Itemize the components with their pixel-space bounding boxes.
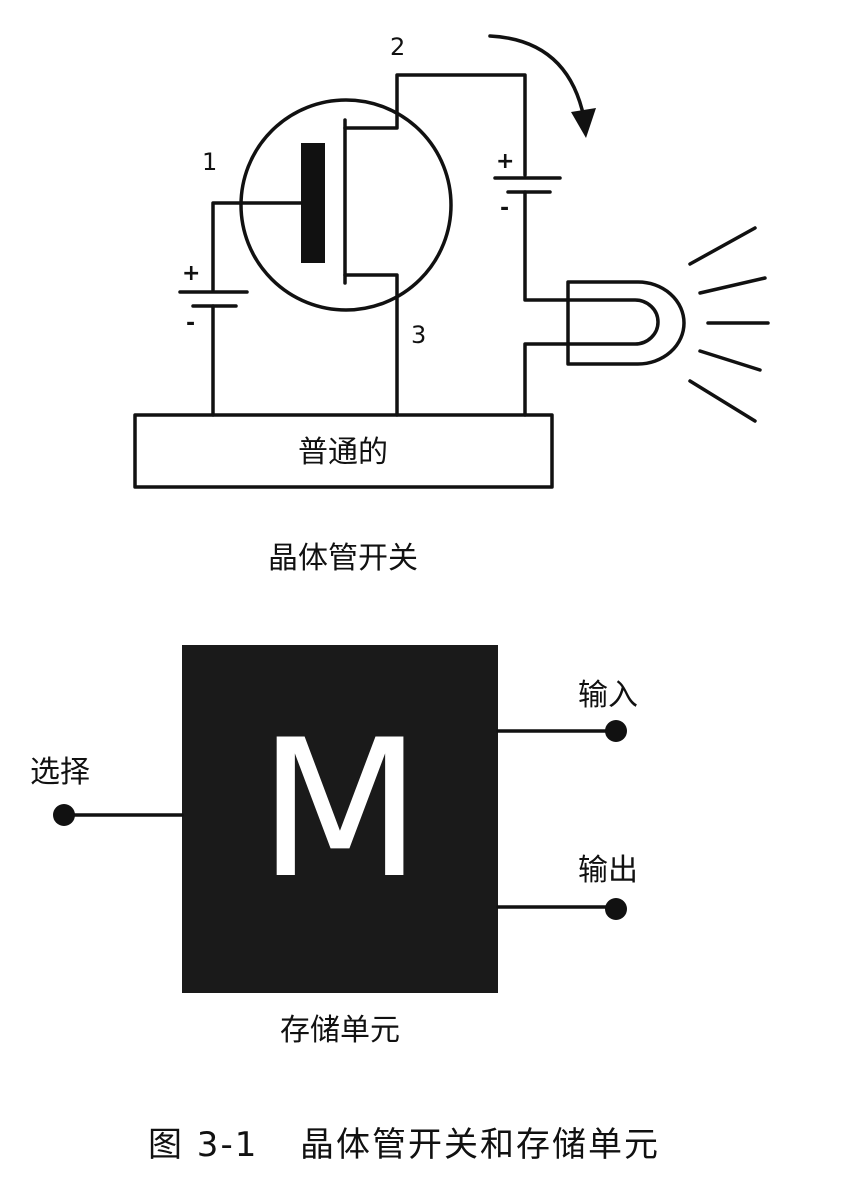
source-wire	[343, 273, 399, 417]
transistor-switch-diagram	[133, 34, 770, 489]
memory-cell-letter: M	[258, 699, 422, 920]
memory-cell-title: 存储单元	[280, 1013, 400, 1048]
memory-cell-diagram: M	[53, 645, 627, 993]
lamp-filament	[566, 298, 660, 346]
right-battery-minus: -	[500, 196, 509, 221]
transistor-switch-title: 晶体管开关	[268, 541, 418, 576]
output-label: 输出	[578, 853, 638, 888]
right-battery-to-lamp-wire	[523, 190, 570, 302]
figure-caption: 晶体管开关和存储单元	[300, 1125, 660, 1165]
lamp	[566, 280, 686, 366]
transistor-envelope	[239, 98, 453, 312]
light-ray	[688, 379, 757, 423]
select-terminal-dot	[53, 804, 75, 826]
input-label: 输入	[578, 678, 638, 713]
right-battery-plus: +	[496, 149, 514, 174]
terminal-label-2: 2	[390, 33, 405, 61]
gate-wire	[211, 201, 303, 292]
terminal-label-3: 3	[411, 321, 426, 349]
base-label: 普通的	[298, 435, 388, 470]
output-terminal-dot	[605, 898, 627, 920]
current-flow-arrowhead	[571, 108, 596, 138]
light-ray	[698, 349, 762, 372]
left-battery-minus: -	[186, 311, 195, 336]
select-label: 选择	[30, 755, 90, 790]
figure-number: 图 3-1	[148, 1125, 258, 1165]
input-terminal-dot	[605, 720, 627, 742]
base-block	[133, 413, 554, 489]
left-battery-plus: +	[182, 261, 200, 286]
lamp-return-wire	[523, 342, 570, 417]
drain-wire	[343, 73, 527, 177]
light-ray	[698, 276, 767, 295]
transistor-gate-plate	[301, 143, 325, 263]
current-flow-arrow	[488, 34, 586, 120]
memory-cell-block	[182, 645, 498, 993]
terminal-label-1: 1	[202, 148, 217, 176]
light-ray	[688, 226, 757, 266]
